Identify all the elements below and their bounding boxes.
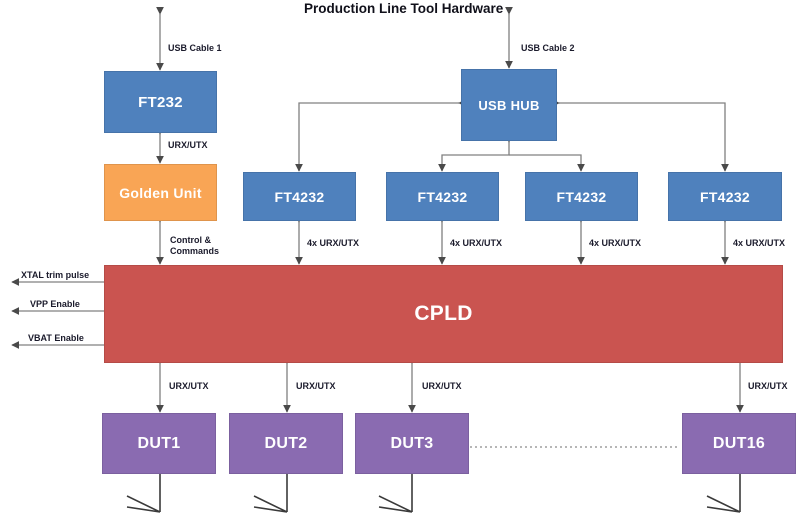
block-ft4232-3[interactable]: FT4232 <box>525 172 638 221</box>
block-ft4232-4[interactable]: FT4232 <box>668 172 782 221</box>
label-xtal-trim-pulse: XTAL trim pulse <box>21 270 90 280</box>
label-4x-urx-utx-2: 4x URX/UTX <box>450 238 503 248</box>
block-ft4232-1[interactable]: FT4232 <box>243 172 356 221</box>
label-vbat-enable: VBAT Enable <box>28 333 84 343</box>
antenna-icon-dut2 <box>253 474 288 513</box>
wire-hub-ft4232-4 <box>551 99 729 172</box>
label-4x-urx-utx-4: 4x URX/UTX <box>733 238 786 248</box>
label-urx-utx-dut16: URX/UTX <box>748 381 788 391</box>
wire-hub-ft4232-3 <box>509 154 585 172</box>
block-ft4232-2[interactable]: FT4232 <box>386 172 499 221</box>
block-dut3[interactable]: DUT3 <box>355 413 469 474</box>
label-urx-utx-dut3: URX/UTX <box>422 381 462 391</box>
antenna-icon-dut16 <box>706 474 741 513</box>
label-usb-cable-2: USB Cable 2 <box>521 43 575 53</box>
block-cpld[interactable]: CPLD <box>104 265 783 363</box>
label-4x-urx-utx-1: 4x URX/UTX <box>307 238 360 248</box>
block-golden-unit[interactable]: Golden Unit <box>104 164 217 221</box>
antenna-icon-dut3 <box>378 474 413 513</box>
label-usb-cable-1: USB Cable 1 <box>168 43 222 53</box>
block-dut2[interactable]: DUT2 <box>229 413 343 474</box>
page-title: Production Line Tool Hardware <box>304 1 504 16</box>
block-dut16[interactable]: DUT16 <box>682 413 796 474</box>
block-dut1[interactable]: DUT1 <box>102 413 216 474</box>
antenna-icon-dut1 <box>126 474 161 513</box>
block-ft232[interactable]: FT232 <box>104 71 217 133</box>
block-usb-hub[interactable]: USB HUB <box>461 69 557 141</box>
wire-hub-ft4232-1 <box>295 99 467 172</box>
label-control-commands-line2: Commands <box>170 246 220 256</box>
label-4x-urx-utx-3: 4x URX/UTX <box>589 238 642 248</box>
label-control-commands-line1: Control & <box>170 235 211 245</box>
wire-hub-ft4232-2 <box>438 134 513 172</box>
label-urx-utx-dut2: URX/UTX <box>296 381 336 391</box>
label-vpp-enable: VPP Enable <box>30 299 80 309</box>
label-urx-utx-dut1: URX/UTX <box>169 381 209 391</box>
label-urx-utx-ft232: URX/UTX <box>168 140 208 150</box>
